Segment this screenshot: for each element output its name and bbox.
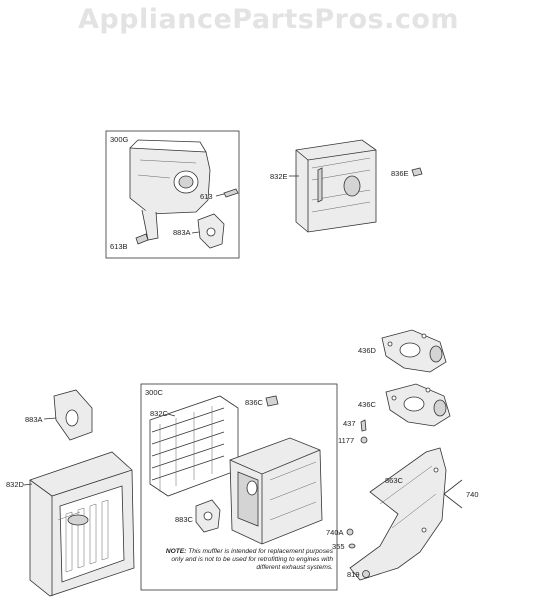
heat-shield-832e (289, 139, 377, 233)
watermark: AppliancePartsPros.com (77, 4, 460, 35)
muffler-body (229, 437, 323, 545)
label-740a: 740A (326, 528, 344, 537)
muffler-guard-300g (129, 139, 211, 241)
label-836e: 836E (391, 169, 409, 178)
guard-832c (149, 395, 239, 497)
label-832d: 832D (6, 480, 24, 489)
gasket-883a-top (191, 213, 225, 249)
label-863c: 863C (385, 476, 403, 485)
screw-437 (360, 419, 367, 432)
group-box-300g (105, 130, 240, 259)
label-355: 355 (332, 542, 345, 551)
bracket-863c (349, 447, 463, 581)
label-613b: 613B (110, 242, 128, 251)
label-436c: 436C (358, 400, 376, 409)
label-300g: 300G (110, 135, 129, 144)
bolt-613 (215, 188, 239, 198)
label-613: 613 (200, 192, 213, 201)
exhaust-flange-436c (385, 383, 451, 427)
bolt-819 (362, 570, 370, 578)
label-819: 819 (347, 570, 360, 579)
washer-355 (348, 543, 356, 549)
group-box-300c (140, 383, 338, 591)
label-740: 740 (466, 490, 479, 499)
nut-740a (346, 528, 354, 536)
note-prefix: NOTE: (165, 548, 187, 555)
washer-1177 (360, 436, 368, 444)
replacement-note: NOTE: This muffler is intended for repla… (155, 548, 333, 572)
exhaust-flange-436d (381, 329, 447, 373)
label-436d: 436D (358, 346, 376, 355)
label-300c: 300C (145, 388, 163, 397)
screw-836c (265, 395, 279, 407)
label-832e: 832E (270, 172, 288, 181)
gasket-883a-left (43, 389, 93, 441)
screw-836e (411, 167, 423, 177)
label-883a-top: 883A (173, 228, 191, 237)
gasket-883c (195, 499, 221, 533)
note-text: This muffler is intended for replacement… (171, 548, 333, 571)
label-1177: 1177 (338, 436, 355, 445)
label-836c: 836C (245, 398, 263, 407)
bolt-613b (135, 233, 149, 245)
label-883c: 883C (175, 515, 193, 524)
label-883a-left: 883A (25, 415, 43, 424)
label-437: 437 (343, 419, 356, 428)
muffler-cover-832d (23, 451, 135, 597)
label-832c: 832C (150, 409, 168, 418)
